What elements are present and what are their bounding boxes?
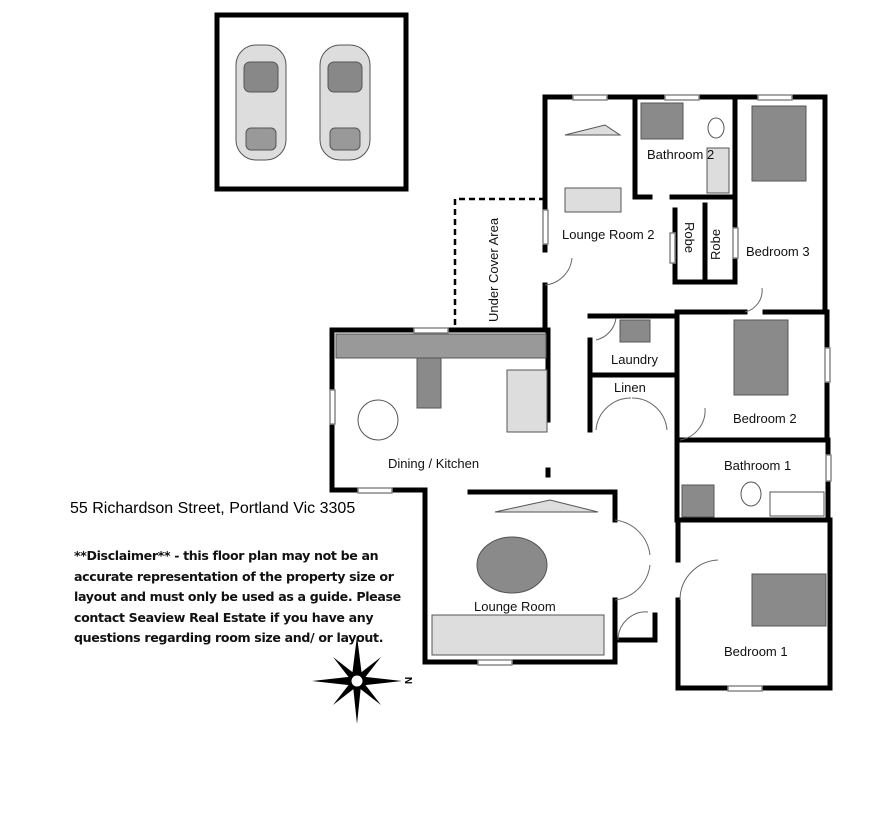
tv-icon	[494, 499, 599, 513]
walls	[329, 94, 833, 691]
sink-icon	[416, 357, 442, 409]
sofa-icon	[431, 614, 605, 656]
car-icon	[235, 44, 287, 161]
garage	[214, 12, 409, 192]
bed-icon	[751, 573, 827, 627]
disclaimer-text: **Disclaimer** - this floor plan may not…	[74, 548, 401, 645]
bath-icon	[769, 491, 825, 517]
rug-icon	[476, 536, 548, 594]
toilet-icon	[740, 481, 762, 507]
kitchen-bench	[335, 333, 547, 359]
laundry-tub-icon	[619, 319, 651, 343]
bed-icon	[751, 105, 807, 182]
room-label-robe: Robe	[708, 228, 723, 260]
shower-icon	[640, 102, 684, 140]
room-label-linen: Linen	[614, 380, 646, 395]
north-label: N	[402, 676, 414, 685]
room-label-bedroom-3: Bedroom 3	[746, 244, 810, 259]
room-label-lounge-room-2: Lounge Room 2	[562, 227, 655, 242]
room-label-bedroom-1: Bedroom 1	[724, 644, 788, 659]
under-cover-outline	[453, 197, 543, 325]
room-label-bathroom-1: Bathroom 1	[724, 458, 792, 473]
room-label-laundry: Laundry	[611, 352, 658, 367]
vanity-icon	[706, 147, 730, 194]
room-label-under-cover-area: Under Cover Area	[486, 217, 501, 322]
room-label-dining-kitchen: Dining / Kitchen	[388, 456, 480, 471]
room-label-lounge-room: Lounge Room	[474, 599, 556, 614]
room-label-bedroom-2: Bedroom 2	[733, 411, 797, 426]
room-label-bathroom-2: Bathroom 2	[647, 147, 715, 162]
room-label-robe: Robe	[682, 222, 697, 254]
sofa-icon	[564, 187, 622, 213]
car-icon	[319, 44, 371, 161]
windows	[329, 94, 832, 692]
doors	[544, 257, 763, 641]
shower-icon	[681, 484, 715, 518]
stove-icon	[506, 369, 548, 433]
fixtures	[335, 102, 827, 656]
property-address: 55 Richardson Street, Portland Vic 3305	[70, 500, 356, 517]
compass-icon	[312, 636, 402, 724]
toilet-icon	[707, 117, 725, 139]
tv-icon	[564, 124, 622, 136]
dining-table-icon	[357, 399, 399, 441]
bed-icon	[733, 319, 789, 396]
